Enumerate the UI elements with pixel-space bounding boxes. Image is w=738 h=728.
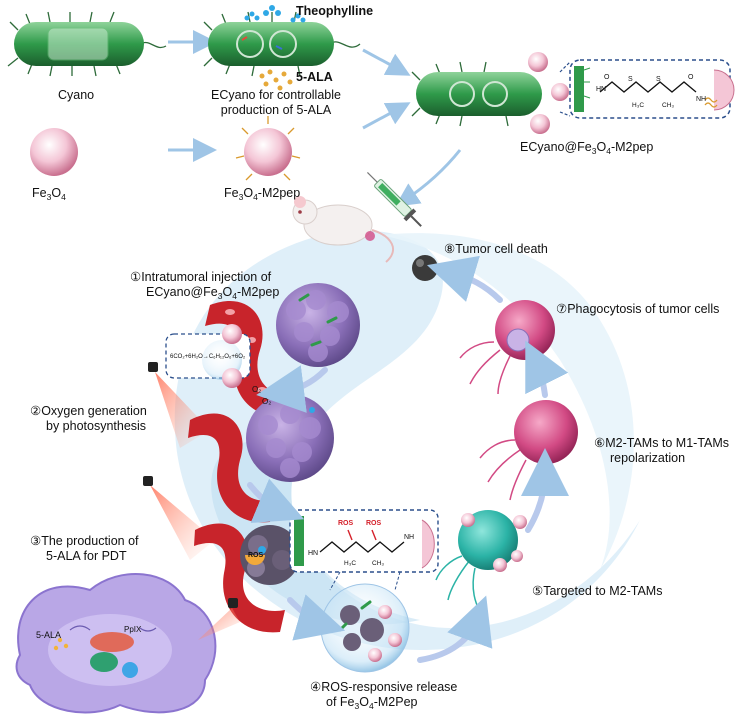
label-fe3o4-m2pep: Fe3O4-M2pep (224, 186, 301, 202)
bacterium-icon (7, 11, 167, 77)
photosynthesis-inset (165, 324, 251, 388)
label-ros-2: ROS (366, 520, 382, 527)
vessel-tumor-3 (194, 523, 300, 633)
label-chem-s-1: S (628, 76, 633, 83)
label-ros-inset-ch3: CH₃ (372, 560, 385, 567)
ros-linker-inset (289, 509, 439, 591)
label-chem-s-2: S (656, 76, 661, 83)
label-ros-inset-hn: HN (308, 550, 319, 557)
label-fe3o4: Fe3O4 (32, 186, 66, 202)
release-bubble (320, 583, 410, 673)
label-step8: ⑧Tumor cell death (444, 242, 548, 256)
label-ecyano-fe3o4-m2pep: ECyano@Fe3O4-M2pep (520, 140, 654, 156)
nanoparticle-peptide-icon (235, 116, 301, 181)
label-chem-hn: HN (596, 86, 607, 93)
label-o2-1: O₂ (252, 385, 262, 394)
macrophage-icon-m2 (435, 510, 527, 613)
cell-icon (15, 573, 217, 714)
label-step7: ⑦Phagocytosis of tumor cells (556, 302, 720, 316)
top-arrows (168, 30, 462, 207)
label-o2-2: O₂ (262, 397, 272, 406)
label-ros-inset-h3c: H₃C (344, 560, 357, 567)
label-step6: ⑥M2-TAMs to M1-TAMs repolarization (594, 436, 730, 465)
lamp-icon-3 (198, 598, 240, 640)
engineered-bacterium-icon (203, 11, 361, 77)
label-chem-h3c: H₃C (632, 102, 645, 109)
ala-dots-icon (259, 69, 293, 91)
nanoparticle-icon (30, 128, 78, 176)
label-step3: ③The production of 5-ALA for PDT (30, 534, 139, 563)
label-ppix: PpIX (124, 625, 142, 634)
label-equation: 6CO₂+6H₂O→C₆H₁₂O₆+6O₂ (170, 354, 246, 360)
label-chem-o-1: O (604, 74, 610, 81)
label-chem-ch3: CH₃ (662, 102, 675, 109)
label-step1: ①Intratumoral injection of ECyano@Fe3O4-… (130, 270, 280, 301)
label-ala: 5-ALA (296, 70, 333, 84)
macrophage-icon-m1 (479, 400, 578, 501)
vessel-tumor-1 (205, 283, 360, 419)
mouse-icon (292, 196, 394, 263)
label-chem-nh: NH (696, 96, 707, 103)
conjugate-bacterium-icon (411, 52, 569, 134)
label-step5: ⑤Targeted to M2-TAMs (532, 584, 663, 598)
linker-inset (559, 59, 735, 119)
label-theophylline: Theophylline (296, 4, 374, 18)
label-ros-tumor: ROS (248, 552, 264, 559)
syringe-icon (366, 171, 422, 227)
theophylline-icon (244, 5, 306, 23)
label-ros-inset-nh: NH (404, 534, 415, 541)
flow-arrows (247, 255, 569, 663)
tumor-icon-dead (412, 255, 438, 281)
label-step2: ②Oxygen generation by photosynthesis (30, 404, 147, 433)
label-cyano: Cyano (58, 88, 95, 102)
label-ros-1: ROS (338, 520, 354, 527)
label-cell-ala: 5-ALA (36, 630, 62, 640)
label-chem-o-2: O (688, 74, 694, 81)
label-step4: ④ROS-responsive release of Fe3O4-M2Pep (310, 680, 458, 711)
label-ecyano: ECyano for controllable production of 5-… (211, 88, 341, 117)
